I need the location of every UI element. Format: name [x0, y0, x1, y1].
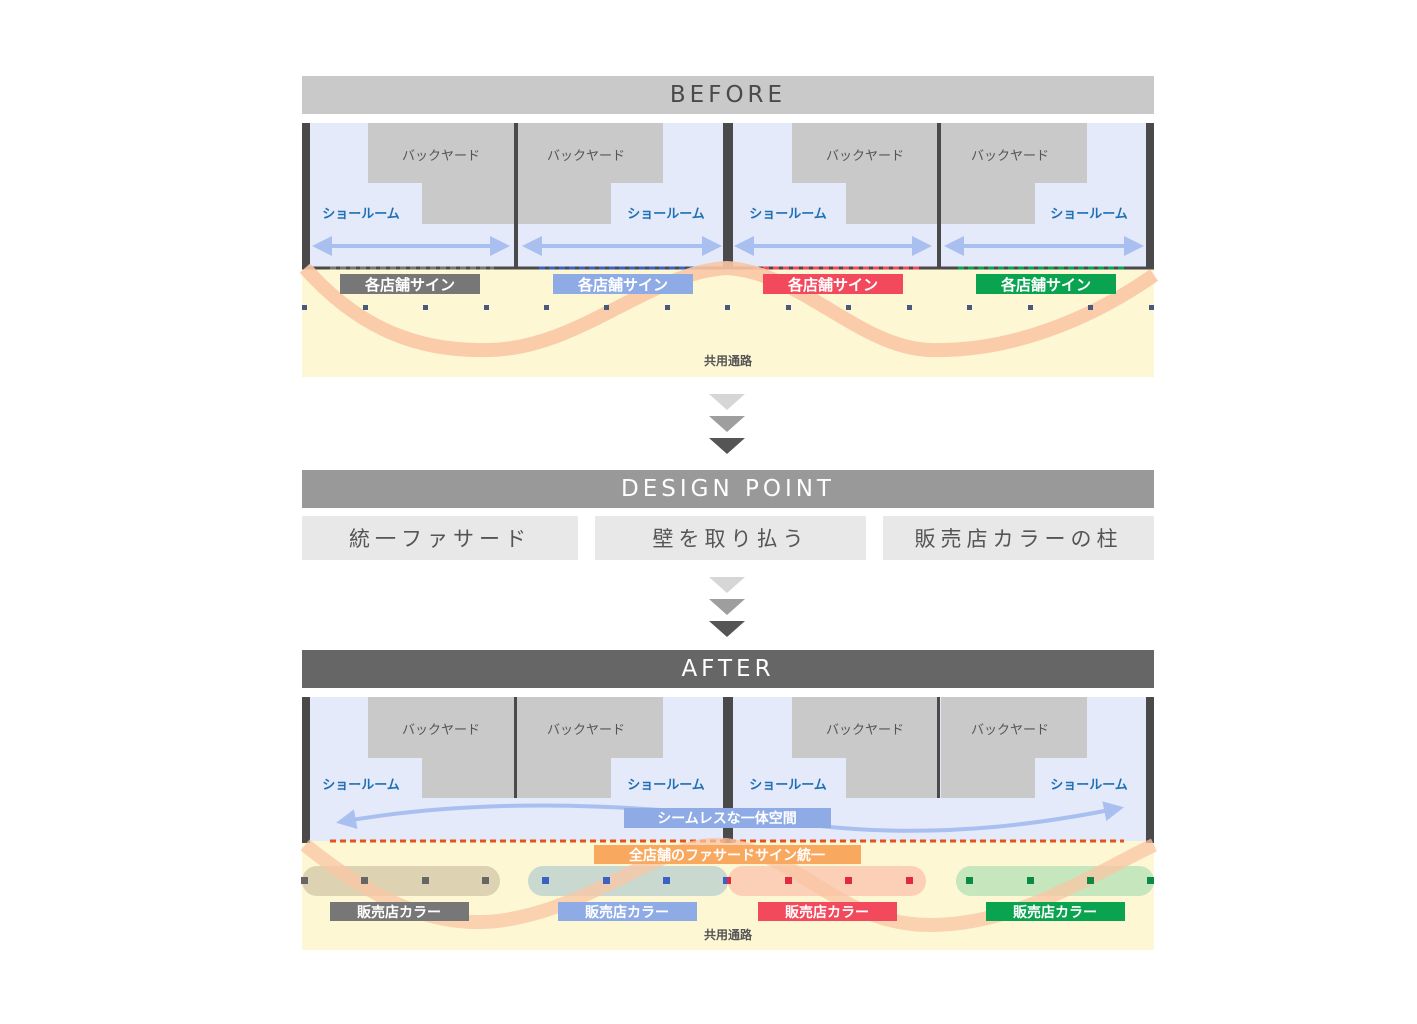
wall: [514, 123, 518, 269]
backyard-label: バックヤード: [971, 723, 1049, 738]
wall: [937, 123, 941, 269]
corridor-label: 共用通路: [704, 353, 753, 368]
seamless-badge: [624, 808, 831, 828]
wall: [937, 697, 940, 798]
backyard-block: [517, 123, 663, 224]
backyard-block: [941, 123, 1087, 224]
dealer-color-label: 販売店カラー: [785, 904, 869, 921]
backyard-block: [517, 697, 663, 798]
wall: [514, 697, 517, 798]
corridor-label: 共用通路: [704, 927, 753, 942]
dealer-color-badge: [330, 902, 469, 921]
showroom-label: ショールーム: [627, 207, 705, 222]
store-sign-label: 各店舗サイン: [1000, 276, 1091, 294]
showroom-label: ショールーム: [322, 778, 400, 793]
backyard-label: バックヤード: [826, 149, 904, 164]
dealer-color-label: 販売店カラー: [585, 904, 669, 921]
store-sign-label: 各店舗サイン: [577, 276, 668, 294]
column-dots: [542, 877, 730, 884]
design-point-unified-facade: 統一ファサード: [302, 516, 578, 560]
store-sign-badge: [553, 274, 693, 294]
showroom-label: ショールーム: [749, 778, 827, 793]
dealer-color-badge: [986, 902, 1125, 921]
dealer-color-badge: [758, 902, 897, 921]
wall: [1146, 123, 1154, 269]
backyard-label: バックヤード: [402, 723, 480, 738]
backyard-block: [792, 123, 938, 224]
facade-badge: [594, 845, 861, 864]
before-title: BEFORE: [302, 76, 1154, 114]
wall: [723, 697, 733, 843]
backyard-label: バックヤード: [547, 149, 625, 164]
store-sign-label: 各店舗サイン: [787, 276, 878, 294]
backyard-block: [792, 697, 938, 798]
column-dots: [302, 305, 1154, 310]
design-point-remove-walls: 壁を取り払う: [595, 516, 866, 560]
dealer-pillar-band: [728, 866, 926, 896]
store-sign-badge: [340, 274, 480, 294]
store-sign-badge: [763, 274, 903, 294]
store-sign-label: 各店舗サイン: [364, 276, 455, 294]
wall: [302, 697, 310, 843]
before-plan: バックヤード バックヤード バックヤード バックヤード ショールーム ショールー…: [299, 123, 1159, 377]
backyard-label: バックヤード: [971, 149, 1049, 164]
showroom-label: ショールーム: [1050, 778, 1128, 793]
column-dots: [301, 877, 489, 884]
facade-label: 全店舗のファサードサイン統一: [628, 847, 825, 864]
showroom-label: ショールーム: [1050, 207, 1128, 222]
dealer-color-badge: [558, 902, 697, 921]
backyard-block: [368, 123, 514, 224]
wall: [302, 123, 310, 269]
chevron-down-icon: [709, 394, 745, 454]
backyard-label: バックヤード: [547, 723, 625, 738]
backyard-block: [941, 697, 1087, 798]
showroom-label: ショールーム: [749, 207, 827, 222]
store-sign-badge: [976, 274, 1116, 294]
showroom-label: ショールーム: [322, 207, 400, 222]
dealer-color-label: 販売店カラー: [1013, 904, 1097, 921]
chevron-down-icon: [709, 577, 745, 637]
design-point-title: DESIGN POINT: [302, 470, 1154, 508]
dealer-color-label: 販売店カラー: [357, 904, 441, 921]
column-dots: [727, 877, 913, 884]
wall: [1146, 697, 1154, 843]
flow-path: [299, 260, 1159, 358]
backyard-label: バックヤード: [826, 723, 904, 738]
backyard-label: バックヤード: [402, 149, 480, 164]
after-plan: バックヤード バックヤード バックヤード バックヤード ショールーム ショールー…: [300, 697, 1157, 950]
showroom-label: ショールーム: [627, 778, 705, 793]
design-point-dealer-pillars: 販売店カラーの柱: [883, 516, 1154, 560]
backyard-block: [368, 697, 514, 798]
wall: [723, 123, 733, 269]
after-title: AFTER: [302, 650, 1154, 688]
column-dots: [966, 877, 1154, 884]
seamless-label: シームレスな一体空間: [657, 810, 797, 827]
